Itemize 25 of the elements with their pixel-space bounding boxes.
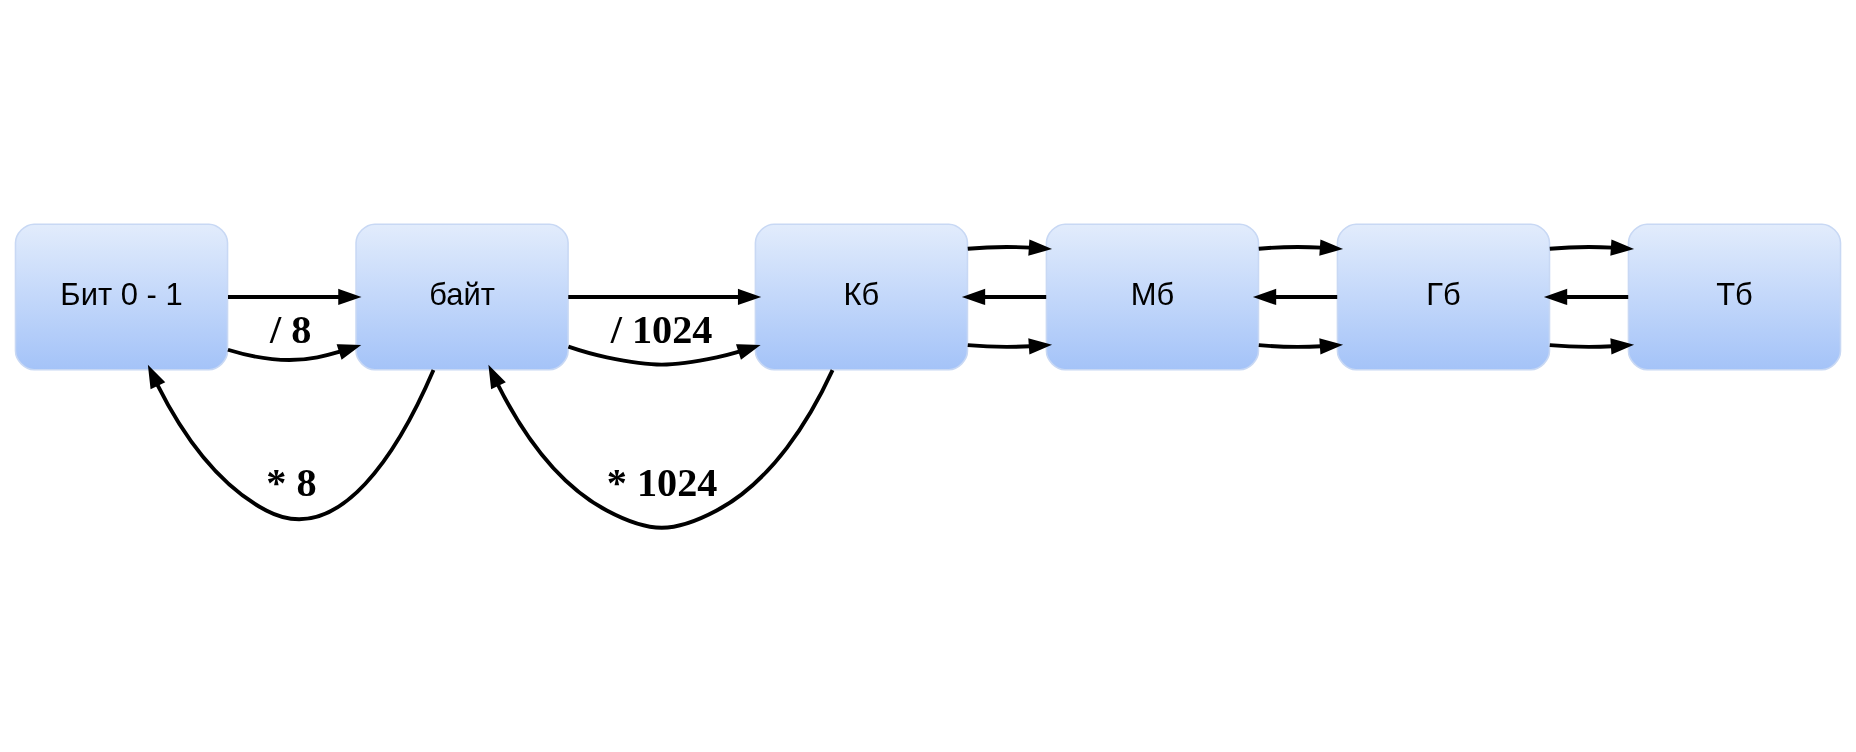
node-box: Тб [1627, 223, 1842, 371]
arrow [488, 364, 835, 530]
edge-label: / 8 [270, 307, 312, 353]
edge-label: / 1024 [610, 307, 713, 353]
arrow [568, 288, 762, 306]
node-box: Бит 0 - 1 [14, 223, 229, 371]
arrow [228, 288, 362, 306]
arrow [961, 288, 1047, 306]
arrow [1549, 338, 1635, 355]
arrow [227, 344, 362, 362]
arrow [967, 338, 1053, 355]
edge-label: * 1024 [606, 460, 718, 506]
arrow [1252, 288, 1338, 306]
arrow [567, 344, 761, 367]
node-box: Мб [1045, 223, 1260, 371]
arrow [1258, 338, 1344, 355]
arrow [1258, 239, 1344, 256]
node-box: Гб [1336, 223, 1551, 371]
edge-label: * 8 [266, 460, 317, 506]
arrow [967, 239, 1053, 256]
arrow [1543, 288, 1629, 306]
node-box: Кб [754, 223, 969, 371]
node-box: байт [355, 223, 569, 371]
arrow [147, 364, 436, 521]
arrow [1549, 239, 1635, 256]
